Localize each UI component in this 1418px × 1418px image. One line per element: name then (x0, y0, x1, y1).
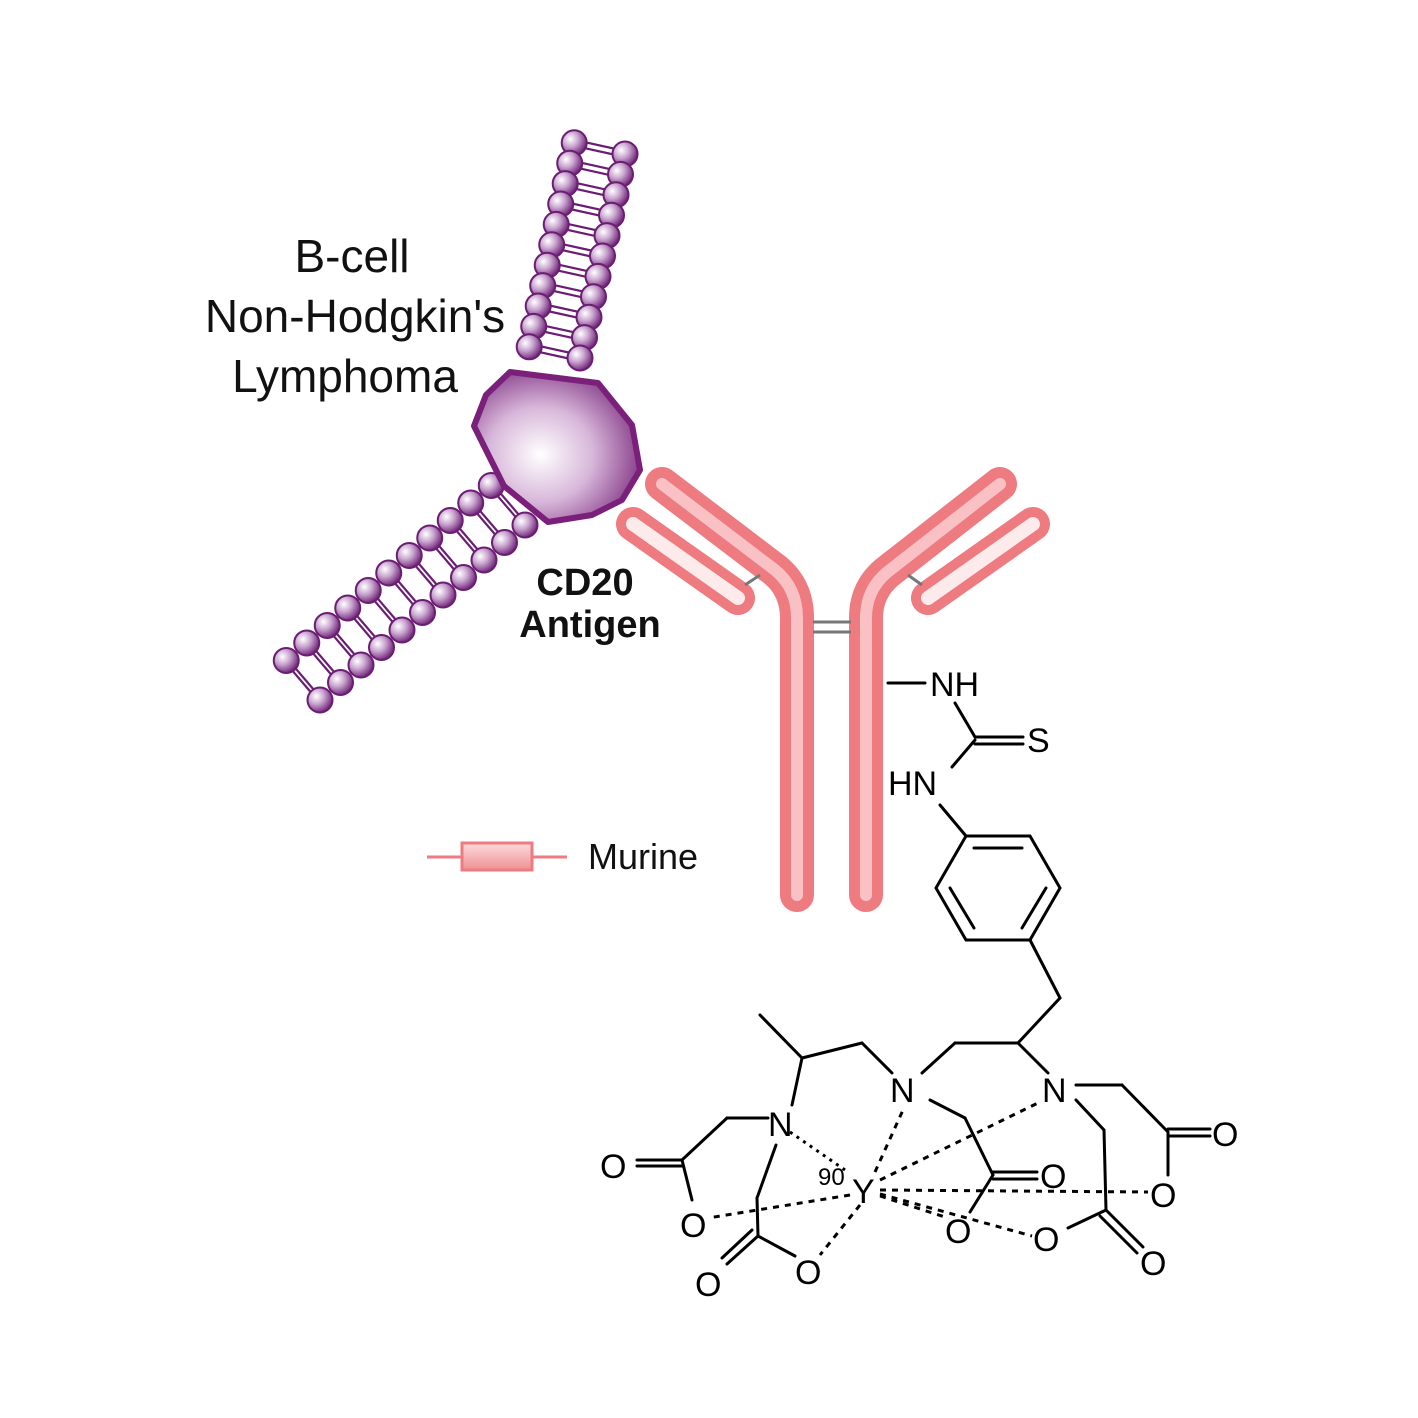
atom-o9: O (1140, 1245, 1166, 1283)
atom-o2: O (680, 1207, 706, 1245)
lipid-head (388, 616, 416, 644)
lipid-head (511, 511, 539, 539)
atom-o5: O (1040, 1158, 1066, 1196)
cell-label-line1: B-cell (294, 230, 409, 282)
atom-o8: O (1150, 1177, 1176, 1215)
lipid-head (354, 576, 382, 604)
lipid-head (395, 541, 423, 569)
atom-n3: N (1042, 1072, 1067, 1110)
atom-o4: O (795, 1254, 821, 1292)
lipid-head (436, 506, 464, 534)
lipid-head (313, 611, 341, 639)
lipid-head (347, 651, 375, 679)
atom-o3: O (695, 1266, 721, 1304)
chelator-structure: NH S HN N N N O O (600, 666, 1238, 1304)
atom-s: S (1027, 722, 1050, 760)
atom-isotope: 90 (818, 1164, 845, 1191)
lipid-head (327, 669, 354, 696)
lipid-head (368, 634, 395, 661)
atom-nh-top: NH (930, 666, 979, 704)
lipid-head (375, 559, 403, 587)
lipid-head (450, 564, 477, 591)
atom-n1: N (768, 1106, 793, 1144)
legend-murine: Murine (427, 836, 698, 877)
lipid-head (470, 546, 498, 574)
lipid-head (429, 581, 457, 609)
atom-yttrium: Y (852, 1173, 875, 1211)
lipid-head (409, 599, 436, 626)
atom-o7: O (1212, 1116, 1238, 1154)
lipid-head (457, 489, 485, 517)
antigen-label-line1: CD20 (536, 562, 633, 604)
atom-hn: HN (888, 765, 937, 803)
antigen-label-line2: Antigen (519, 604, 660, 646)
atom-o1: O (600, 1148, 626, 1186)
lipid-head (515, 333, 543, 361)
cd20-antigen-protein (471, 369, 643, 525)
lipid-head (491, 529, 518, 556)
lipid-head (293, 629, 321, 657)
lipid-head (416, 524, 444, 552)
lipid-head (306, 686, 334, 714)
murine-antibody (616, 467, 1050, 912)
legend-label: Murine (588, 836, 698, 877)
atom-n2: N (890, 1072, 915, 1110)
cell-label-line3: Lymphoma (232, 350, 458, 402)
atom-o10: O (1033, 1221, 1059, 1259)
lipid-head (272, 646, 300, 674)
cell-label-line2: Non-Hodgkin's (205, 290, 505, 342)
lipid-head (566, 344, 594, 372)
lipid-head (334, 594, 362, 622)
atom-o6: O (945, 1213, 971, 1251)
cell-membrane-bilayer (272, 129, 639, 714)
